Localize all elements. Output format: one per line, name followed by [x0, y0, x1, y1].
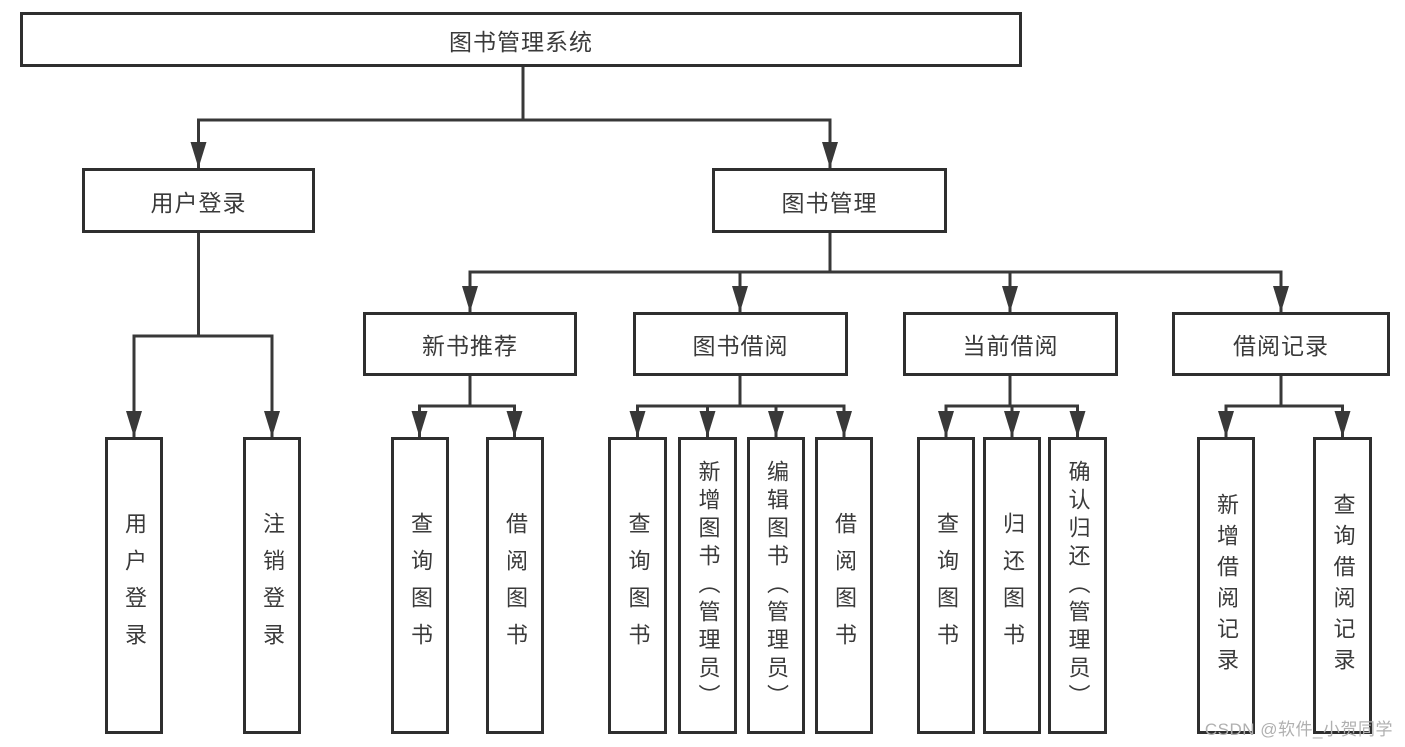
connector-new-book-rec	[411, 376, 523, 437]
node-label: 借阅图书	[503, 511, 528, 660]
node-current-borrow: 当前借阅	[903, 312, 1118, 376]
node-label: 新增借阅记录	[1214, 492, 1239, 679]
connector-book-borrow	[629, 376, 852, 437]
node-bb-query-books: 查询图书	[608, 437, 667, 734]
node-label: 新增图书（管理员）	[695, 459, 721, 712]
node-label: 图书借阅	[692, 333, 789, 359]
node-label: 归还图书	[1000, 511, 1025, 660]
connector-current-borrow	[938, 376, 1086, 437]
node-bb-borrow-books: 借阅图书	[815, 437, 873, 734]
node-br-query-record: 查询借阅记录	[1313, 437, 1372, 734]
node-label: 借阅记录	[1233, 333, 1329, 359]
node-label: 查询图书	[625, 511, 651, 660]
node-label: 查询图书	[934, 511, 959, 660]
connector-user-login	[126, 233, 280, 437]
node-label: 图书管理	[781, 189, 878, 216]
node-book-mgmt: 图书管理	[712, 168, 947, 233]
node-label: 借阅图书	[832, 511, 857, 660]
node-bb-edit-books: 编辑图书（管理员）	[747, 437, 805, 734]
node-label: 图书管理系统	[449, 28, 593, 55]
watermark: CSDN @软件_小贺同学	[1204, 720, 1393, 739]
node-book-borrow: 图书借阅	[633, 312, 848, 376]
node-br-add-record: 新增借阅记录	[1197, 437, 1255, 734]
node-cb-return-books: 归还图书	[983, 437, 1041, 734]
node-label: 编辑图书（管理员）	[764, 459, 789, 712]
node-nbr-query-books: 查询图书	[391, 437, 449, 734]
node-borrow-records: 借阅记录	[1172, 312, 1390, 376]
connector-borrow-records	[1218, 376, 1351, 437]
node-root: 图书管理系统	[20, 12, 1022, 67]
node-user-login: 用户登录	[82, 168, 315, 233]
node-cb-query-books: 查询图书	[917, 437, 975, 734]
connector-root	[190, 67, 838, 168]
node-login: 用户登录	[105, 437, 163, 734]
node-label: 查询图书	[408, 511, 433, 660]
node-cb-confirm-return: 确认归还（管理员）	[1048, 437, 1107, 734]
node-label: 当前借阅	[962, 333, 1059, 359]
node-label: 用户登录	[122, 511, 147, 660]
node-label: 新书推荐	[422, 333, 518, 359]
connector-book-mgmt	[462, 233, 1289, 312]
node-label: 用户登录	[150, 189, 247, 216]
node-nbr-borrow-books: 借阅图书	[486, 437, 544, 734]
node-logout: 注销登录	[243, 437, 301, 734]
node-new-book-rec: 新书推荐	[363, 312, 577, 376]
node-bb-add-books: 新增图书（管理员）	[678, 437, 737, 734]
node-label: 确认归还（管理员）	[1065, 459, 1091, 712]
node-label: 查询借阅记录	[1330, 492, 1356, 679]
node-label: 注销登录	[260, 511, 285, 660]
